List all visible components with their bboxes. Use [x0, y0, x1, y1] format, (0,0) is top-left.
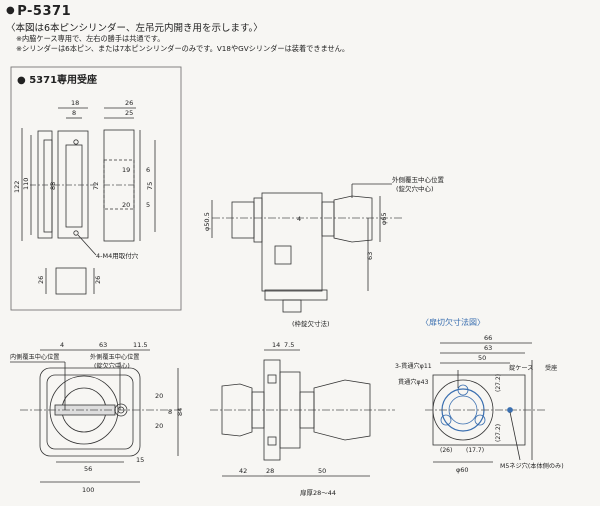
dim-28: 28 — [266, 467, 274, 475]
dim-20-bottom: 20 — [155, 422, 163, 430]
thru-hole-11-label: 3-貫通穴φ11 — [395, 362, 432, 370]
outer-rose — [321, 201, 335, 237]
dim-56: 56 — [84, 465, 92, 473]
side-view: (枠錠欠寸法) φ50.5 φ65 4 63 外側覆玉中心位置 (錠欠穴中心) — [203, 175, 445, 328]
dim-15: 15 — [136, 456, 144, 464]
strike-body — [57, 130, 89, 239]
dim-4: 4 — [297, 215, 301, 223]
dim-5: 5 — [146, 201, 150, 209]
dim-20-top: 20 — [155, 392, 163, 400]
dim-19: 19 — [122, 166, 130, 174]
thru-hole-11 — [440, 414, 452, 426]
strike-box: ● 5371専用受座 18 8 26 25 122 110 88 72 19 6 — [10, 66, 182, 311]
dim-14: 14 — [272, 341, 280, 349]
dim-63: 63 — [366, 252, 374, 260]
dim-17-7: (17.7) — [466, 447, 484, 454]
strike-body-inner — [65, 144, 83, 228]
inner-knob — [231, 201, 255, 239]
outer-knob — [333, 195, 373, 243]
label-outer-center-sub: (錠欠穴中心) — [396, 184, 434, 193]
dim-75: 75 — [146, 182, 154, 190]
dim-100: 100 — [82, 486, 94, 494]
screw-detail — [267, 436, 277, 446]
cutout-title: 〈扉切欠寸法図〉 — [421, 317, 485, 327]
screw-hole-label: 4-M4用取付穴 — [96, 251, 139, 260]
dim-11-5: 11.5 — [133, 341, 147, 349]
frame-cut-label: (枠錠欠寸法) — [292, 319, 330, 328]
dim-25: 25 — [125, 109, 133, 117]
label-outer-center: 外側覆玉中心位置 — [392, 175, 445, 184]
section-view: 14 7.5 42 28 50 扉厚28〜44 — [210, 341, 395, 497]
thru-hole-11 — [457, 384, 469, 396]
dim-18: 18 — [71, 99, 79, 107]
dim-26: 26 — [125, 99, 133, 107]
screw-hole — [73, 139, 79, 145]
front-plate — [39, 367, 141, 457]
strike-profile-recess — [103, 159, 135, 210]
thru-hole-43-label: 貫通穴φ43 — [398, 378, 429, 386]
inner-knob — [221, 383, 253, 437]
dim-6: 6 — [146, 166, 150, 174]
m5-hole — [507, 407, 513, 413]
front-view: 4 63 11.5 内側覆玉中心位置 外側覆玉中心位置 (錠欠穴中心) 20 2… — [10, 341, 184, 494]
label-inner-center: 内側覆玉中心位置 — [10, 353, 60, 361]
strike-profile — [103, 129, 135, 242]
thru-hole-11 — [474, 414, 486, 426]
dim-20: 20 — [122, 201, 130, 209]
dim-63: 63 — [484, 344, 492, 352]
inner-rose — [253, 197, 263, 243]
dim-66: 66 — [484, 334, 492, 342]
dim-27-2-top: (27.2) — [495, 374, 502, 392]
dim-4: 4 — [60, 341, 64, 349]
leader-line — [77, 234, 97, 256]
door-thickness-label: 扉厚28〜44 — [300, 488, 336, 497]
frame-strike — [264, 289, 328, 301]
description: 〈本図は6本ピンシリンダー、左吊元内開き用を示します。〉 — [6, 23, 263, 34]
screw-detail — [267, 374, 277, 384]
dim-26-right: 26 — [94, 276, 102, 284]
header: ●P-5371 〈本図は6本ピンシリンダー、左吊元内開き用を示します。〉 ※内脇… — [6, 4, 596, 54]
dim-110: 110 — [22, 178, 30, 190]
note-2: ※シリンダーは6本ピン、または7本ピンシリンダーのみです。V18やGVシリンダー… — [16, 44, 350, 53]
cutout-detail: 〈扉切欠寸法図〉 66 63 50 3-貫通穴φ11 貫通穴φ43 錠ケース 受… — [395, 317, 564, 474]
strike-plate-lip — [43, 139, 53, 233]
dim-63: 63 — [99, 341, 107, 349]
dim-42: 42 — [239, 467, 247, 475]
dim-122: 122 — [13, 181, 21, 193]
note-1: ※内脇ケース専用で、左右の勝手は共通です。 — [16, 34, 165, 43]
frame-strike-lip — [282, 299, 302, 313]
dim-8: 8 — [168, 408, 172, 416]
strike-box-title: ● 5371専用受座 — [17, 73, 97, 86]
model-number: P-5371 — [17, 4, 72, 19]
m5-label: M5ネジ穴(本体側のみ) — [500, 462, 564, 470]
lock-case — [261, 192, 323, 292]
dim-50: 50 — [478, 354, 486, 362]
label-outer-center-sub: (錠欠穴中心) — [94, 362, 130, 370]
dim-phi60: φ60 — [456, 466, 469, 474]
dim-72: 72 — [92, 182, 100, 190]
label-outer-center: 外側覆玉中心位置 — [90, 353, 140, 361]
leader-line — [509, 411, 521, 461]
strike-block — [55, 267, 87, 295]
dim-phi65: φ65 — [380, 212, 388, 225]
dim-27-2-bottom: (27.2) — [495, 424, 502, 442]
strike-box-border — [10, 66, 182, 311]
dim-26-left: 26 — [37, 276, 45, 284]
case-detail — [274, 245, 292, 265]
model-title: ●P-5371 — [6, 4, 72, 19]
dim-phi50-5: φ50.5 — [203, 212, 211, 231]
dim-26: (26) — [440, 447, 452, 454]
screw-hole — [73, 230, 79, 236]
dim-50: 50 — [318, 467, 326, 475]
dim-88: 88 — [49, 182, 57, 190]
case-label: 錠ケース — [509, 364, 533, 372]
dim-84: 84 — [176, 408, 184, 416]
outer-knob — [313, 379, 371, 441]
dim-7-5: 7.5 — [284, 341, 294, 349]
strike-label: 受座 — [545, 364, 557, 372]
dim-8: 8 — [72, 109, 76, 117]
front-plate-inner — [46, 374, 134, 450]
